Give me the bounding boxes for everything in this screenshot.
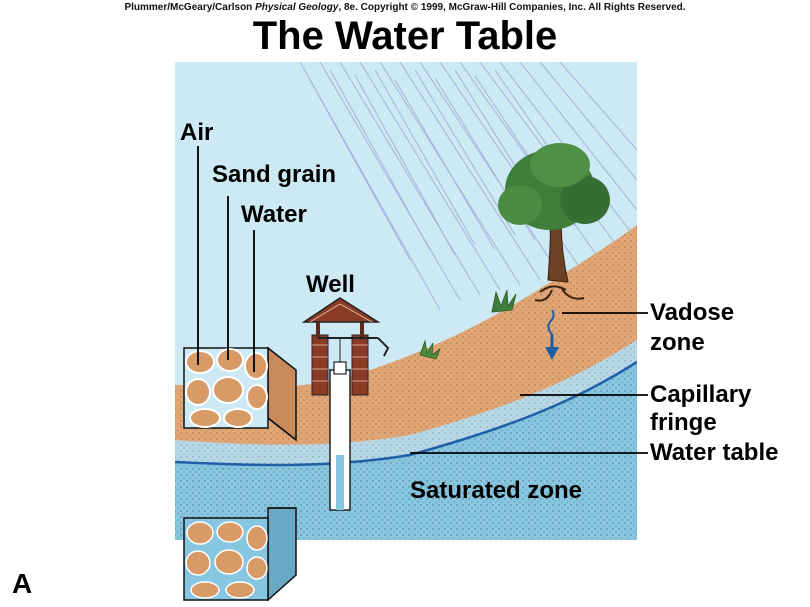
label-well: Well — [306, 271, 355, 298]
water-table-line — [175, 360, 637, 467]
leader-lines — [197, 146, 648, 454]
book-title-text: Physical Geology — [255, 2, 339, 13]
diagram-title: The Water Table — [252, 14, 558, 58]
well — [301, 297, 390, 396]
label-vadose-zone-2: zone — [650, 329, 705, 356]
label-sand-grain: Sand grain — [212, 161, 337, 188]
label-vadose-zone-1: Vadose — [650, 299, 735, 326]
tree — [498, 143, 610, 302]
label-capillary-fringe-2: fringe — [650, 409, 717, 436]
copyright-line: Plummer/McGeary/Carlson Physical Geology… — [0, 2, 810, 13]
copyright-text: , 8e. Copyright © 1999, McGraw-Hill Comp… — [338, 2, 686, 13]
label-water-table: Water table — [650, 439, 779, 466]
vadose-inset — [183, 346, 297, 442]
small-plant — [419, 289, 517, 360]
panel-letter: A — [12, 568, 33, 599]
saturated-inset — [183, 507, 297, 602]
infiltration-arrow — [545, 309, 559, 360]
authors-text: Plummer/McGeary/Carlson — [124, 2, 253, 13]
label-air: Air — [180, 119, 214, 146]
label-capillary-fringe-1: Capillary — [650, 381, 752, 408]
label-saturated-zone: Saturated zone — [410, 477, 583, 504]
label-water: Water — [241, 201, 307, 228]
